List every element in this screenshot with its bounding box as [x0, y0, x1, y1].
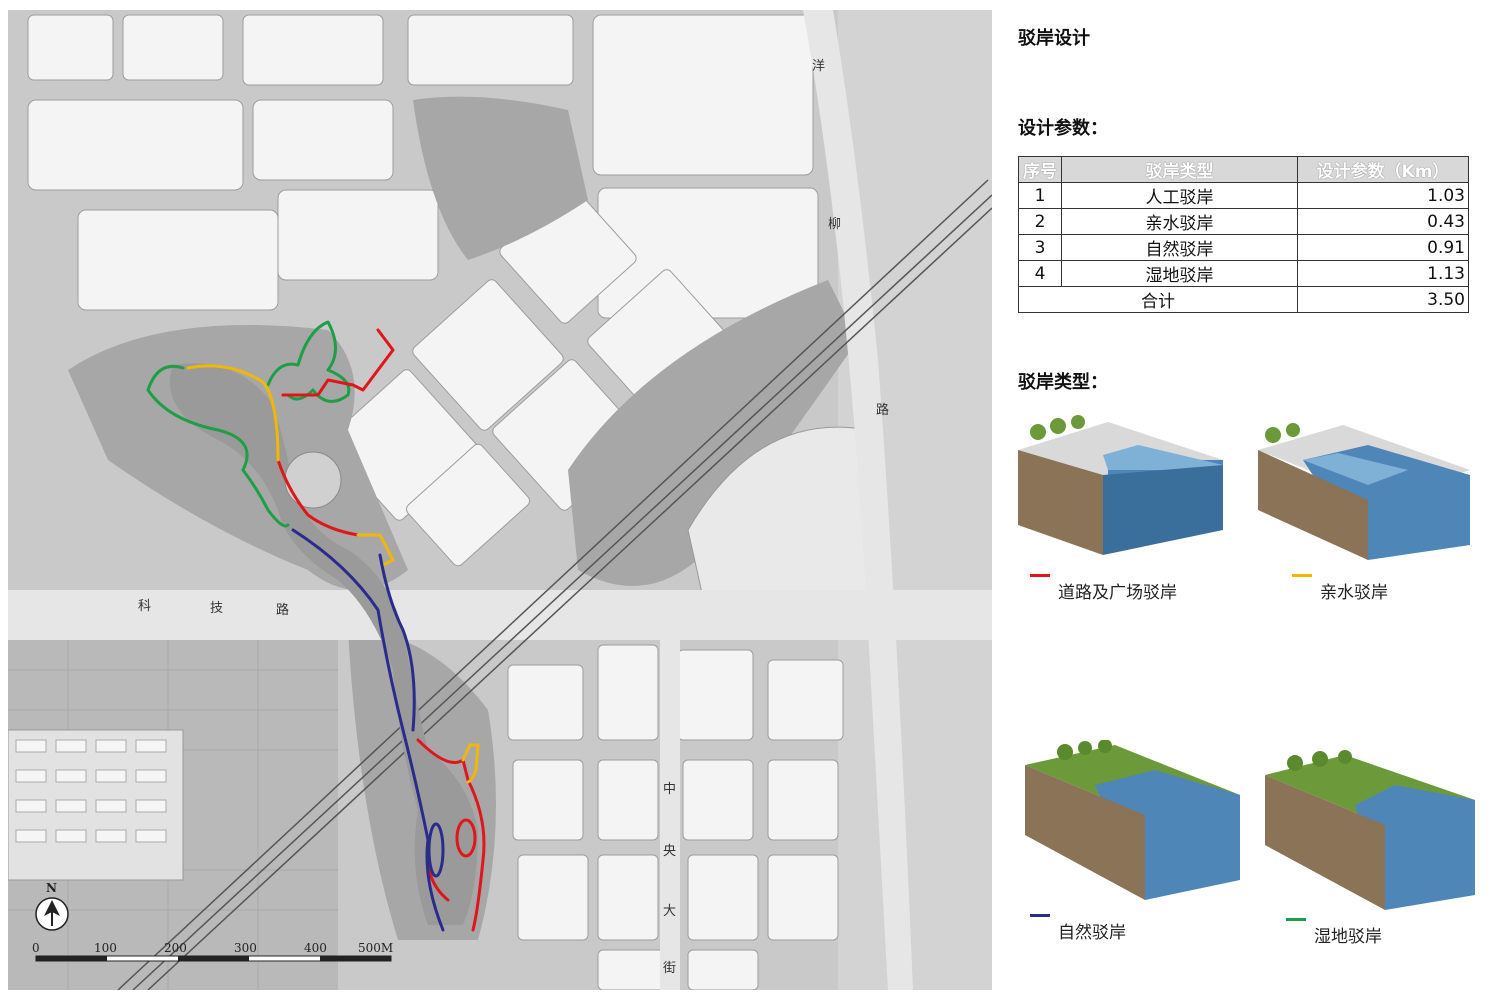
header-no: 序号 [1018, 156, 1062, 183]
section-wetland-image [1265, 750, 1475, 910]
section-road-plaza-image [1018, 415, 1223, 555]
legend-wetland-swatch [1286, 918, 1306, 921]
row-value: 1.13 [1297, 260, 1469, 287]
revetment-natural-east [378, 553, 416, 732]
legend-wetland: 湿地驳岸 [1286, 916, 1382, 947]
road-labels: 科 技 路 洋 柳 路 中 央 大 街 [138, 59, 889, 976]
row-no: 3 [1018, 234, 1062, 261]
table-row: 3 自然驳岸 0.91 [1018, 234, 1469, 261]
revetment-waterfront-mid [356, 533, 395, 567]
revetment-wetland-west [146, 364, 290, 528]
north-label: N [46, 881, 57, 895]
road-keji [8, 590, 992, 640]
scale-bar: 0 100 200 300 400 500M [32, 941, 393, 962]
total-value: 3.50 [1297, 286, 1469, 313]
header-type: 驳岸类型 [1061, 156, 1298, 183]
legend-road-plaza-label: 道路及广场驳岸 [1058, 583, 1177, 603]
road-zhongyang-char-3: 大 [663, 904, 676, 919]
table-row: 2 亲水驳岸 0.43 [1018, 208, 1469, 235]
row-value: 1.03 [1297, 182, 1469, 209]
legend-waterfront-label: 亲水驳岸 [1320, 583, 1388, 603]
revetment-natural-island [427, 822, 445, 878]
total-label: 合计 [1018, 286, 1298, 313]
site-plan-map: 科 技 路 洋 柳 路 中 央 大 街 N 0 100 200 300 [8, 10, 992, 990]
row-no: 2 [1018, 208, 1062, 235]
scale-label-300: 300 [234, 941, 257, 955]
railway [117, 179, 992, 990]
scale-label-100: 100 [94, 941, 117, 955]
row-type: 亲水驳岸 [1061, 208, 1298, 235]
village-houses [15, 739, 167, 843]
row-type: 自然驳岸 [1061, 234, 1298, 261]
road-yangliu-char-3: 路 [876, 402, 889, 418]
scale-label-500m: 500M [358, 941, 393, 955]
table-row: 1 人工驳岸 1.03 [1018, 182, 1469, 209]
legend-natural: 自然驳岸 [1030, 912, 1126, 943]
legend-waterfront: 亲水驳岸 [1292, 572, 1388, 603]
north-arrow-icon: N [35, 881, 69, 931]
legend-road-plaza: 道路及广场驳岸 [1030, 572, 1177, 603]
design-parameters-table: 序号 驳岸类型 设计参数（Km） 1 人工驳岸 1.03 2 亲水驳岸 0.43… [1018, 156, 1469, 313]
road-zhongyang-char-4: 街 [663, 961, 676, 976]
road-zhongyang-char-2: 央 [663, 844, 676, 859]
road-zhongyang [660, 640, 680, 990]
site-plan-svg: 科 技 路 洋 柳 路 中 央 大 街 N 0 100 200 300 [8, 10, 992, 990]
revetment-waterfront-north [186, 364, 280, 462]
row-type: 人工驳岸 [1061, 182, 1298, 209]
section-natural-image [1025, 740, 1240, 900]
road-yangliu-char-1: 洋 [812, 59, 825, 74]
road-yangliu-char-2: 柳 [828, 217, 841, 232]
section-waterfront-image [1258, 423, 1470, 560]
row-value: 0.91 [1297, 234, 1469, 261]
legend-road-plaza-swatch [1030, 574, 1050, 577]
legend-natural-label: 自然驳岸 [1058, 923, 1126, 943]
legend-wetland-label: 湿地驳岸 [1314, 927, 1382, 947]
scale-label-400: 400 [304, 941, 327, 955]
page-title: 驳岸设计 [1018, 28, 1090, 49]
params-heading: 设计参数： [1018, 118, 1108, 139]
road-keji-char-3: 路 [276, 602, 289, 618]
row-value: 0.43 [1297, 208, 1469, 235]
urban-blocks [27, 14, 844, 990]
revetment-wetland-north [266, 320, 351, 403]
revetment-lines [146, 320, 486, 932]
revetment-road-mid [276, 458, 360, 537]
header-value: 设计参数（Km） [1297, 156, 1469, 183]
table-header-row: 序号 驳岸类型 设计参数（Km） [1018, 156, 1469, 183]
road-keji-char-1: 科 [138, 599, 151, 614]
legend-natural-swatch [1030, 914, 1050, 917]
scale-label-200: 200 [164, 941, 187, 955]
row-no: 1 [1018, 182, 1062, 209]
scale-label-0: 0 [32, 941, 40, 955]
revetment-road-south [416, 738, 486, 932]
revetment-natural-west [291, 528, 445, 932]
lake [170, 363, 478, 925]
table-row: 4 湿地驳岸 1.13 [1018, 260, 1469, 287]
revetment-waterfront-south [461, 743, 480, 784]
road-zhongyang-char-1: 中 [663, 782, 676, 797]
types-heading: 驳岸类型： [1018, 372, 1108, 393]
row-type: 湿地驳岸 [1061, 260, 1298, 287]
plaza-circle [284, 451, 342, 509]
revetment-road-island [455, 818, 477, 858]
road-keji-char-2: 技 [210, 601, 223, 616]
table-total-row: 合计 3.50 [1018, 286, 1469, 313]
revetment-road-north [281, 328, 395, 397]
row-no: 4 [1018, 260, 1062, 287]
roads [8, 10, 992, 990]
road-yangliu [803, 10, 913, 990]
legend-waterfront-swatch [1292, 574, 1312, 577]
